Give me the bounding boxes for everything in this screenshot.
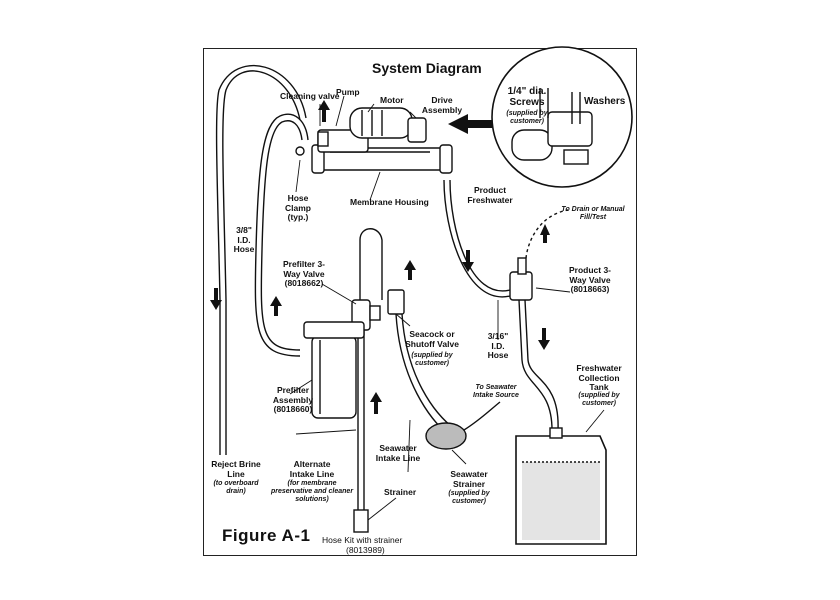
cleaning-valve [317,131,329,147]
label-seawater-strainer: Seawater Strainer [450,469,488,489]
label-freshwater-tank: Freshwater Collection Tank [576,363,622,392]
label-washers: Washers [584,96,626,107]
hose-38-loop-inner [254,113,309,357]
label-hose-kit-pn: (8013989) [346,545,385,555]
strainer-fitting [353,509,369,533]
figure-label: Figure A-1 [222,526,311,545]
reject-brine-hose-inner [215,64,307,455]
tank-hose [524,299,559,431]
label-alternate-note: (for membrane preservative and cleaner s… [270,480,354,503]
diagram-title: System Diagram [372,60,482,76]
label-strainer-note: (supplied by customer) [448,490,490,505]
label-product-valve: Product 3-Way Valve (8018663) [568,265,612,294]
reject-brine-hose [222,70,301,455]
label-membrane-housing: Membrane Housing [350,197,429,207]
drive-assembly [407,117,427,143]
prefilter-assembly [311,335,357,419]
motor [349,107,413,139]
label-seacock: Seacock or Shutoff Valve [405,329,459,349]
label-seacock-note: (supplied by customer) [411,352,453,367]
leader-lines [289,95,605,521]
label-screws: 1/4" dia. Screws [507,86,547,108]
label-motor: Motor [380,95,404,105]
prefilter-riser-hose [359,228,383,300]
seawater-strainer [425,422,467,450]
label-pump: Pump [336,87,360,97]
label-reject-brine: Reject Brine Line [211,459,261,479]
hose-38-loop [260,120,303,351]
seacock-valve [387,289,405,315]
label-prefilter-valve: Prefilter 3-Way Valve (8018662) [282,259,326,288]
label-seawater-intake: Seawater Intake Line [375,443,421,463]
pointer-arrow-icon [448,114,492,134]
label-hose-clamp: Hose Clamp (typ.) [285,193,311,222]
label-product-freshwater: Product Freshwater [467,185,513,205]
product-3way-valve [509,271,533,301]
label-strainer: Strainer [384,487,417,497]
label-hose-kit: Hose Kit with strainer [322,535,403,545]
label-screws-note: (supplied by customer) [506,110,548,125]
label-to-drain: To Drain or Manual Fill/Test [561,206,625,221]
label-drive-assembly: Drive Assembly [421,95,463,115]
label-cleaning-valve: Cleaning valve [280,91,340,101]
label-alternate-intake: Alternate Intake Line [289,459,335,479]
label-reject-note: (to overboard drain) [213,480,259,495]
label-to-seawater: To Seawater Intake Source [473,384,519,399]
label-tank-note: (supplied by customer) [578,392,620,407]
flow-arrow-icon [210,100,550,414]
product-freshwater-hose [449,179,511,292]
label-hose-316: 3/16" I.D. Hose [487,331,509,360]
label-hose-38: 3/8" I.D. Hose [233,225,255,254]
label-prefilter-assembly: Prefilter Assembly (8018660) [272,385,314,414]
